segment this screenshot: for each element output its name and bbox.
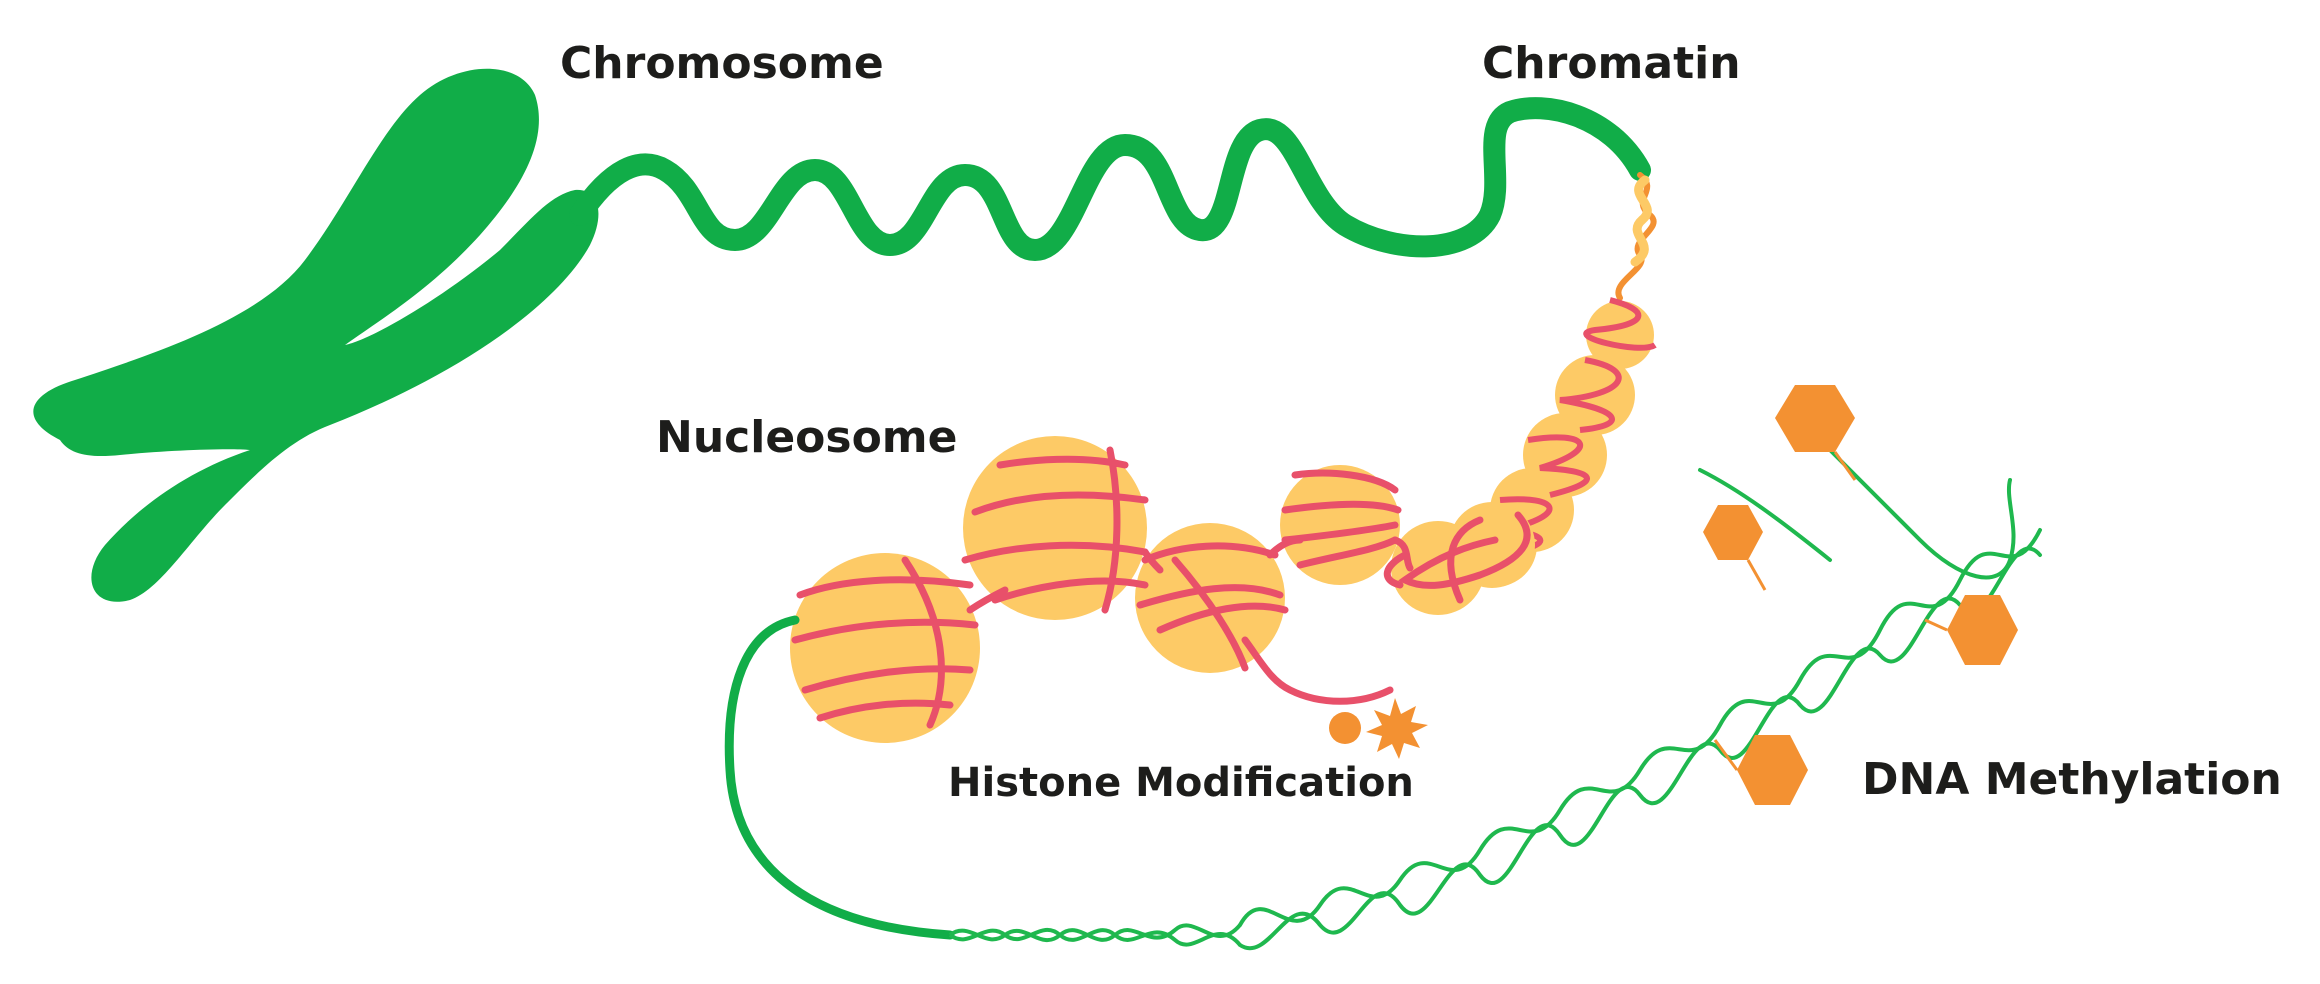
circle-mark-icon bbox=[1329, 712, 1361, 744]
nucleosome-label: Nucleosome bbox=[656, 412, 958, 463]
nucleosome-large bbox=[790, 436, 1535, 743]
hexagon-icon bbox=[1775, 385, 1855, 452]
histone-modification-label: Histone Modification bbox=[948, 760, 1414, 806]
dna-double-helix bbox=[1238, 438, 2042, 950]
linker-dna-thick bbox=[724, 615, 955, 940]
hexagon-icon bbox=[1947, 595, 2018, 665]
dna-coil-small bbox=[948, 923, 1242, 947]
chromatin-label: Chromatin bbox=[1482, 38, 1741, 89]
transition-coil bbox=[1615, 172, 1657, 301]
chromosome-shape bbox=[33, 68, 599, 602]
chromatin-fiber bbox=[569, 97, 1651, 262]
methyl-groups bbox=[1703, 385, 2018, 805]
hexagon-icon bbox=[1737, 735, 1808, 805]
starburst-mark-icon bbox=[1366, 698, 1428, 759]
dna-methylation-label: DNA Methylation bbox=[1862, 754, 2282, 805]
methyl-bonds bbox=[1713, 451, 1948, 771]
dna-wrapping bbox=[791, 446, 1531, 729]
chromosome-label: Chromosome bbox=[560, 38, 884, 89]
hexagon-icon bbox=[1703, 505, 1763, 560]
